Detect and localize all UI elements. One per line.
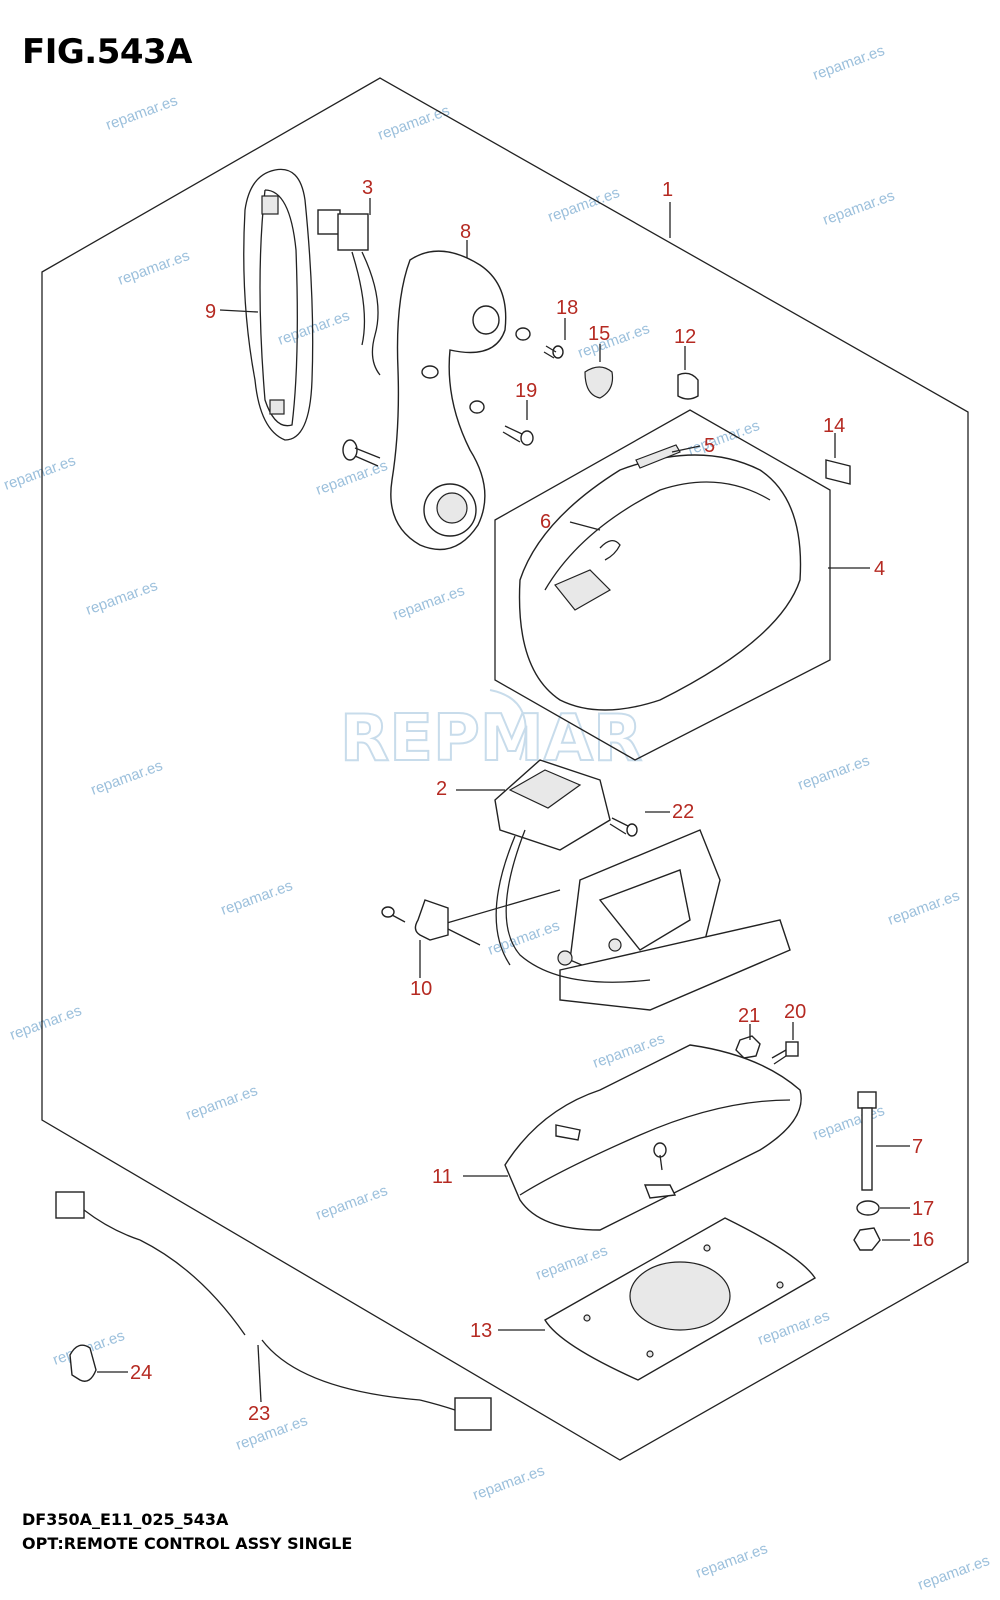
callout-11: 11 <box>432 1166 453 1188</box>
part-19-screw <box>469 400 534 446</box>
part-21-nut <box>735 1035 761 1059</box>
callout-8: 8 <box>460 221 471 243</box>
watermark-text: repamar.es <box>234 1412 310 1454</box>
watermark-text: repamar.es <box>89 757 165 799</box>
part-5-emblem <box>635 444 681 469</box>
callout-13: 13 <box>470 1320 492 1342</box>
callout-9: 9 <box>205 301 216 323</box>
watermark-text: repamar.es <box>576 320 652 362</box>
watermark-text: repamar.es <box>391 582 467 624</box>
assembly-frame <box>41 77 969 1461</box>
watermark-text: repamar.es <box>821 187 897 229</box>
callout-19: 19 <box>515 380 537 402</box>
callout-18: 18 <box>556 297 578 319</box>
callout-numbers: 1 2 3 4 5 6 7 8 9 10 11 12 13 14 15 16 1… <box>130 177 934 1425</box>
watermark-text: repamar.es <box>314 457 390 499</box>
callout-6: 6 <box>540 511 551 533</box>
part-23-cable <box>55 1191 492 1431</box>
part-17-washer <box>856 1200 880 1216</box>
watermark-logo-text: REPMAR <box>340 702 642 776</box>
watermark-text: repamar.es <box>116 247 192 289</box>
watermark-text: repamar.es <box>104 92 180 134</box>
watermark-text: repamar.es <box>219 877 295 919</box>
watermark-text: repamar.es <box>8 1002 84 1044</box>
watermark-text: repamar.es <box>2 452 78 494</box>
part-10-bracket <box>381 899 449 941</box>
part-8-lever <box>390 250 507 551</box>
watermark-text: repamar.es <box>694 1540 770 1582</box>
watermark-logo: REPMAR <box>339 689 643 777</box>
callout-23: 23 <box>248 1403 270 1425</box>
callout-20: 20 <box>784 1001 806 1023</box>
leader-lines <box>97 198 910 1403</box>
callout-3: 3 <box>362 177 373 199</box>
callout-14: 14 <box>823 415 845 437</box>
callout-12: 12 <box>674 326 696 348</box>
watermark-text: repamar.es <box>84 577 160 619</box>
part-13-gasket <box>544 1217 816 1381</box>
callout-22: 22 <box>672 801 694 823</box>
part-22-screw <box>609 817 638 837</box>
part-18-screw <box>515 327 564 359</box>
watermark-text: repamar.es <box>534 1242 610 1284</box>
figure-description: OPT:REMOTE CONTROL ASSY SINGLE <box>22 1534 353 1553</box>
part-16-nut <box>853 1227 881 1251</box>
part-2-mechanism <box>439 759 791 1011</box>
watermark-text: repamar.es <box>756 1307 832 1349</box>
callout-16: 16 <box>912 1229 934 1251</box>
watermark-text: repamar.es <box>276 307 352 349</box>
watermark-layer: repamar.es repamar.es repamar.es repamar… <box>2 42 992 1594</box>
callout-4: 4 <box>874 558 885 580</box>
part-9-harness <box>243 168 314 441</box>
part-3-connector <box>317 209 381 376</box>
callout-24: 24 <box>130 1362 152 1384</box>
callout-10: 10 <box>410 978 432 1000</box>
watermark-text: repamar.es <box>796 752 872 794</box>
part-6-logo <box>599 540 621 561</box>
part-14-tab <box>825 459 851 485</box>
watermark-text: repamar.es <box>686 417 762 459</box>
watermark-text: repamar.es <box>314 1182 390 1224</box>
figure-code: DF350A_E11_025_543A <box>22 1510 229 1529</box>
watermark-text: repamar.es <box>546 184 622 226</box>
callout-1: 1 <box>662 179 673 201</box>
part-4-cover <box>518 444 802 711</box>
callout-15: 15 <box>588 323 610 345</box>
part-11-base <box>504 1044 802 1231</box>
part-15-cap <box>584 366 614 399</box>
callout-21: 21 <box>738 1005 760 1027</box>
watermark-text: repamar.es <box>376 102 452 144</box>
part-24-clip <box>69 1344 97 1382</box>
watermark-text: repamar.es <box>916 1552 992 1594</box>
watermark-text: repamar.es <box>811 42 887 84</box>
part-4-subassembly-box <box>494 409 831 761</box>
callout-2: 2 <box>436 778 447 800</box>
part-7-bolt <box>857 1091 877 1191</box>
watermark-text: repamar.es <box>886 887 962 929</box>
callout-17: 17 <box>912 1198 934 1220</box>
figure-title: FIG.543A <box>22 32 192 72</box>
part-12-clip <box>677 372 699 400</box>
watermark-text: repamar.es <box>471 1462 547 1504</box>
part-20-bolt <box>771 1041 799 1065</box>
watermark-text: repamar.es <box>184 1082 260 1124</box>
callout-5: 5 <box>704 435 715 457</box>
bolt-lever <box>342 439 381 467</box>
callout-7: 7 <box>912 1136 923 1158</box>
